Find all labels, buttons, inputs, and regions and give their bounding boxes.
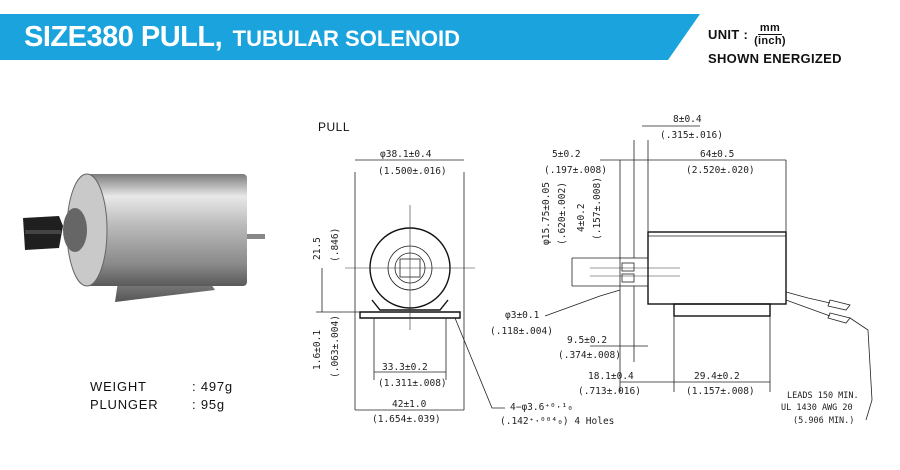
dim-thk-mm: 1.6±0.1 — [312, 330, 323, 370]
title-sub: TUBULAR SOLENOID — [232, 26, 460, 51]
spec-weight: WEIGHT : 497g — [90, 379, 233, 394]
spec-list: WEIGHT : 497g PLUNGER : 95g — [90, 378, 233, 414]
dim-holes: 4−φ3.6⁺⁰·¹₀ — [510, 402, 573, 413]
dim-plunger-dia-in: (.620±.002) — [557, 182, 568, 245]
dim-pin-dia: φ3±0.1 — [505, 310, 540, 321]
dim-mount-len-in: (1.157±.008) — [686, 386, 755, 397]
dim-mount-len: 29.4±0.2 — [694, 371, 740, 382]
dim-base-width-in: (1.654±.039) — [372, 414, 441, 425]
dim-thk-in: (.063±.004) — [330, 315, 341, 378]
front-base-plate — [359, 311, 461, 319]
dim-plunger-dia: φ15.75±0.05 — [541, 182, 552, 245]
side-mount-plate — [673, 303, 771, 317]
rear-pin — [243, 234, 265, 239]
leads-line-1: LEADS 150 MIN. — [787, 391, 859, 401]
solenoid-photo — [23, 173, 265, 302]
unit-block: UNIT : mm (inch) SHOWN ENERGIZED — [708, 22, 842, 66]
dim-body-len-in: (2.520±.020) — [686, 165, 755, 176]
dim-body-len: 64±0.5 — [700, 149, 734, 160]
dim-pin-pos: 9.5±0.2 — [567, 335, 607, 346]
shown-energized-note: SHOWN ENERGIZED — [708, 51, 842, 66]
dim-slot-in: (.157±.008) — [592, 177, 603, 240]
title-banner: SIZE380 PULL, TUBULAR SOLENOID — [0, 14, 700, 60]
side-view: 8±0.4 (.315±.016) 5±0.2 (.197±.008) 64±0… — [490, 114, 873, 426]
leads-line-2: UL 1430 AWG 20 — [781, 403, 853, 413]
dim-height-mm: 21.5 — [312, 237, 323, 260]
front-view: φ38.1±0.4 (1.500±.016) 21.5 (.846) 1.6±0… — [312, 149, 614, 427]
banner-shape — [0, 14, 700, 60]
dim-slot: 4±0.2 — [576, 203, 587, 232]
view-label: PULL — [318, 120, 351, 134]
dim-dia-outer-in: (1.500±.016) — [378, 166, 447, 177]
page-title: SIZE380 PULL, TUBULAR SOLENOID — [24, 20, 460, 54]
unit-prefix: UNIT : — [708, 27, 749, 42]
dim-pin-pos-in: (.374±.008) — [558, 350, 621, 361]
plunger-slot — [25, 230, 61, 234]
unit-row: UNIT : mm (inch) — [708, 22, 842, 47]
unit-denominator: (inch) — [754, 35, 786, 47]
dim-hole-pitch: 33.3±0.2 — [382, 362, 428, 373]
dim-plunger-ext: 5±0.2 — [552, 149, 581, 160]
dim-base-width: 42±1.0 — [392, 399, 427, 410]
dim-plunger-ext-in: (.197±.008) — [544, 165, 607, 176]
dim-holes-in: (.142⁺·⁰⁰⁴₀) 4 Holes — [500, 416, 614, 427]
dim-pin-dia-in: (.118±.004) — [490, 326, 553, 337]
plunger-collar — [63, 208, 87, 252]
dim-hole-pitch-in: (1.311±.008) — [378, 378, 447, 389]
unit-fraction: mm (inch) — [754, 22, 786, 47]
solenoid-body — [87, 174, 247, 286]
dim-mount-pos-in: (.713±.016) — [578, 386, 641, 397]
dim-stroke-in: (.315±.016) — [660, 130, 723, 141]
dim-dia-outer: φ38.1±0.4 — [380, 149, 432, 160]
leads-line-3: (5.906 MIN.) — [793, 416, 854, 426]
dim-stroke: 8±0.4 — [673, 114, 702, 125]
unit-numerator: mm — [757, 22, 783, 35]
spec-plunger: PLUNGER : 95g — [90, 397, 225, 412]
dim-mount-pos: 18.1±0.4 — [588, 371, 634, 382]
dim-height-in: (.846) — [330, 228, 341, 262]
title-main: SIZE380 PULL, — [24, 21, 223, 53]
